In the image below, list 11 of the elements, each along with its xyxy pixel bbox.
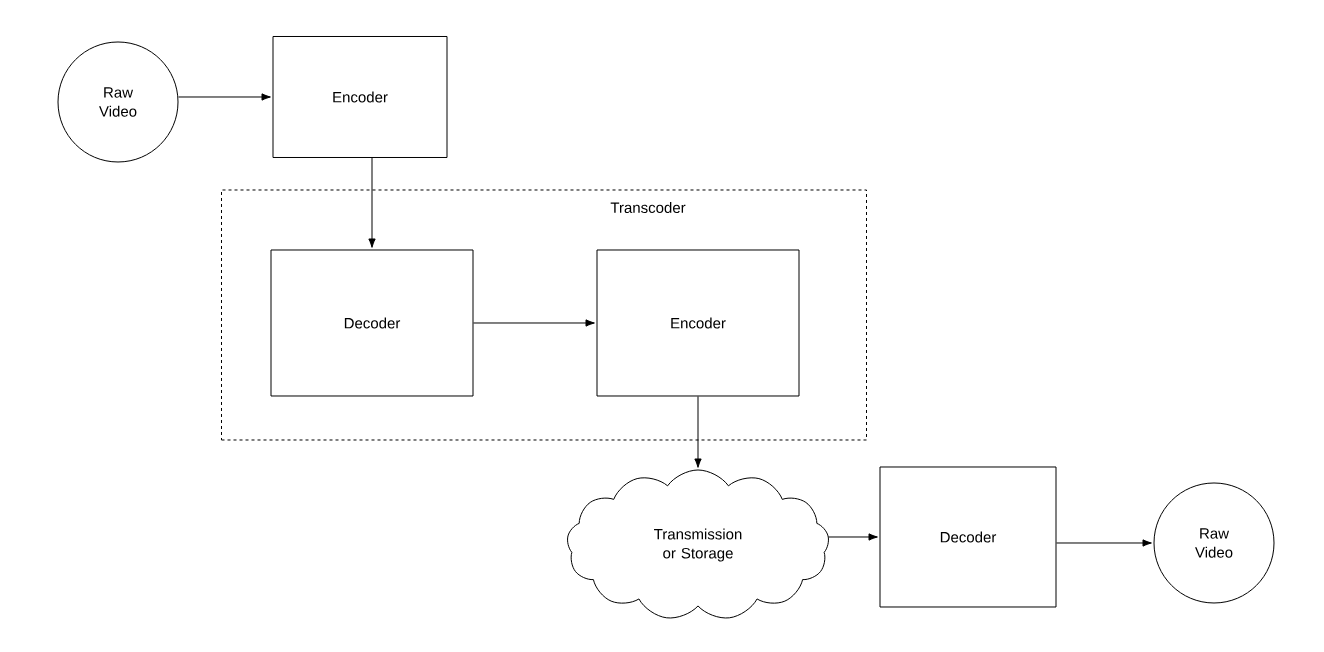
- arrow: [473, 319, 595, 327]
- arrow: [178, 93, 271, 101]
- arrow: [828, 533, 878, 541]
- arrow: [368, 157, 376, 248]
- process-box: Decoder: [879, 466, 1057, 608]
- group-title: Transcoder: [610, 202, 686, 213]
- arrow: [1056, 539, 1152, 547]
- process-box: Encoder: [272, 36, 448, 158]
- arrow: [694, 396, 702, 468]
- process-box: Decoder: [270, 249, 474, 397]
- process-box: Encoder: [596, 249, 800, 397]
